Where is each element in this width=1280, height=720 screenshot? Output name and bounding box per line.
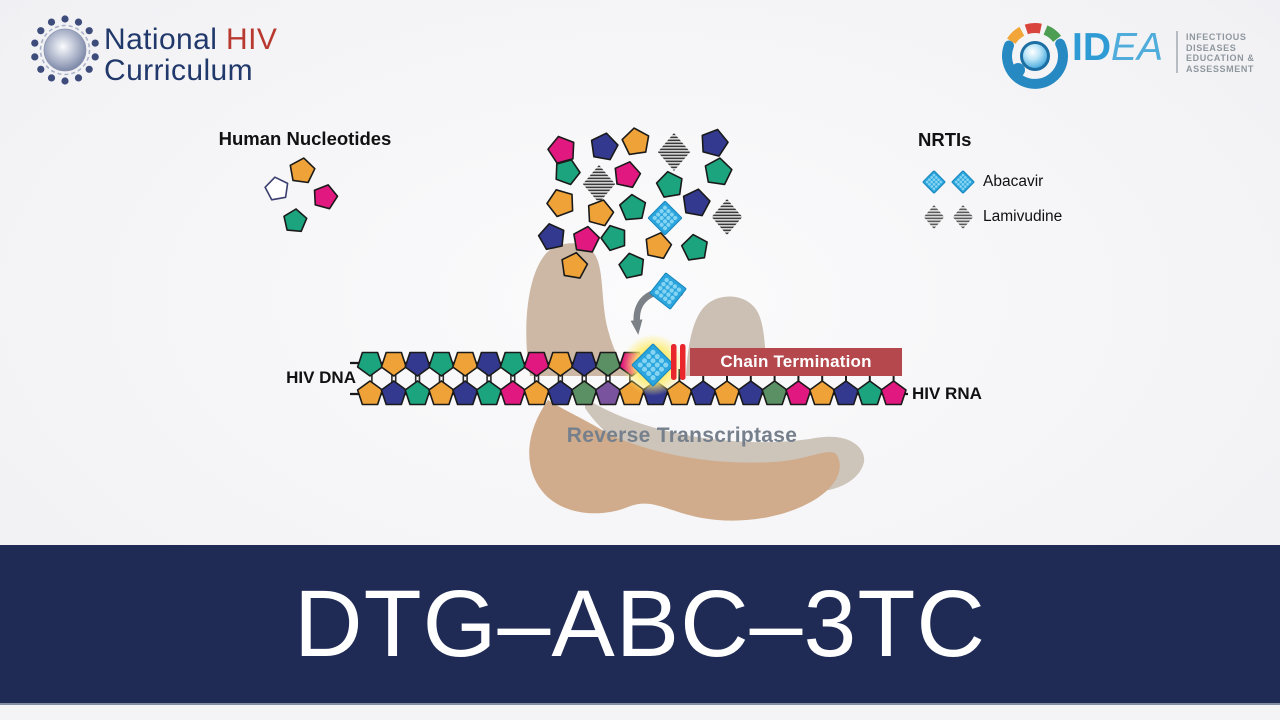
idea-divider: [1176, 31, 1178, 73]
human-nucleotides-label: Human Nucleotides: [218, 128, 392, 149]
pause-bars: [680, 344, 686, 380]
nhc-wordmark: National HIV Curriculum: [104, 24, 277, 86]
human-nucleotide-shapes: [264, 157, 339, 233]
nhc-line2: Curriculum: [104, 54, 254, 87]
idea-tagline-line: INFECTIOUS: [1186, 32, 1247, 42]
nhc-virus-logo-icon: [31, 15, 99, 85]
chain-terminator: [622, 334, 684, 396]
idea-tagline-line: EDUCATION &: [1186, 53, 1255, 64]
idea-ea: EA: [1111, 26, 1164, 69]
nhc-national: National: [104, 23, 227, 56]
idea-logo-icon: [1002, 23, 1068, 89]
idea-tagline-line: ASSESSMENT: [1186, 63, 1255, 74]
chain-termination-banner: Chain Termination: [690, 348, 902, 376]
nhc-hiv: HIV: [226, 23, 278, 56]
idea-id: ID: [1072, 26, 1111, 69]
nrti-legend-swatches: [922, 170, 975, 229]
idea-wordmark: IDEA: [1072, 27, 1163, 69]
hiv-dna-label: HIV DNA: [286, 368, 356, 387]
reverse-transcriptase-label: Reverse Transcriptase: [566, 424, 798, 447]
nhc-line1: National HIV: [104, 24, 277, 55]
bottom-strip: [0, 703, 1280, 720]
nrtis-label: NRTIs: [918, 129, 972, 150]
idea-tagline-line: DISEASES: [1186, 42, 1237, 53]
title-banner: DTG–ABC–3TC: [0, 545, 1280, 703]
idea-tagline: INFECTIOUS DISEASES EDUCATION & ASSESSME…: [1186, 32, 1254, 74]
pause-bars: [671, 344, 677, 380]
abacavir-legend-label: Abacavir: [983, 173, 1044, 190]
enzyme-shape: [526, 243, 865, 521]
lamivudine-legend-label: Lamivudine: [983, 208, 1063, 225]
hiv-rna-label: HIV RNA: [912, 384, 982, 403]
chain-termination-label: Chain Termination: [720, 352, 872, 371]
regimen-title: DTG–ABC–3TC: [293, 570, 986, 677]
